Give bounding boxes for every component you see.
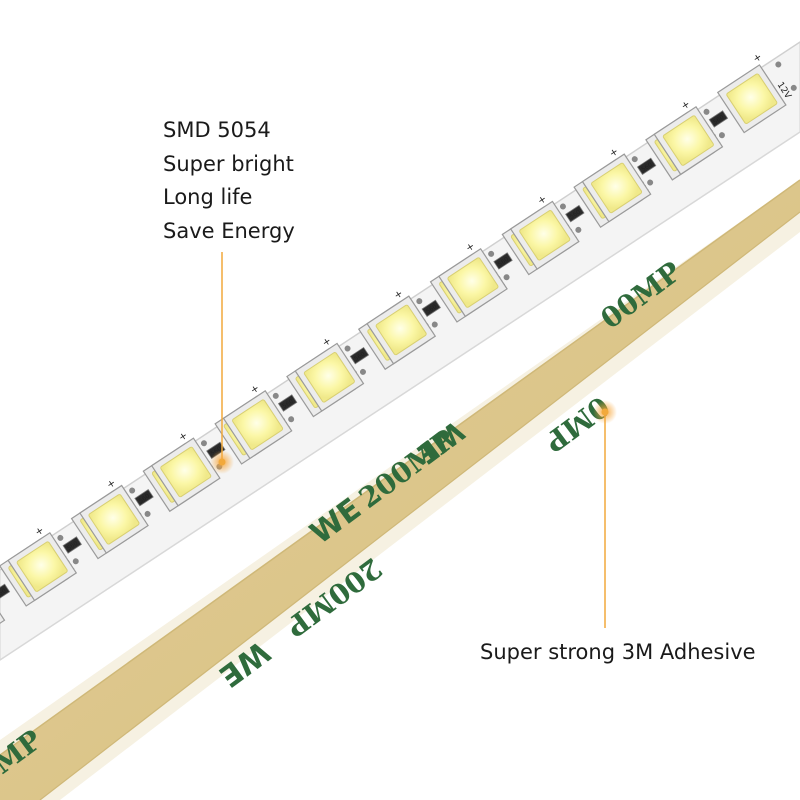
solder-pad — [431, 321, 438, 328]
resistor — [636, 157, 657, 176]
solder-pad — [359, 368, 366, 375]
led-row: 56012V+56012V+56012V+56012V+56012V+56012… — [0, 51, 797, 649]
led-chip — [662, 115, 714, 166]
feature-item: Super bright — [163, 151, 294, 176]
callout-lines — [210, 252, 617, 628]
led-chip — [232, 399, 284, 450]
resistor — [565, 204, 585, 223]
resistor — [708, 110, 729, 128]
adhesive-label: Super strong 3M Adhesive — [480, 640, 756, 664]
resistor — [421, 299, 441, 318]
led-chip — [160, 446, 212, 498]
resistor — [277, 394, 298, 412]
resistor — [0, 583, 11, 602]
solder-pad — [718, 132, 725, 139]
solder-pad — [703, 108, 710, 115]
polarity-marking: + — [751, 51, 764, 65]
led-chip — [726, 73, 778, 124]
solder-pad — [200, 440, 207, 447]
solder-pad — [488, 250, 495, 257]
resistor — [493, 252, 513, 270]
solder-pad — [272, 392, 279, 399]
solder-pad — [57, 534, 64, 541]
feature-list: SMD 5054 Super bright Long life Save Ene… — [163, 114, 295, 248]
solder-pad — [647, 179, 654, 186]
solder-pad — [775, 61, 782, 68]
feature-item: Save Energy — [163, 218, 295, 243]
led-chip — [88, 494, 140, 545]
led-strip-pcb: 56012V+56012V+56012V+56012V+56012V+56012… — [0, 41, 800, 661]
solder-pad — [72, 558, 79, 565]
solder-pad — [144, 510, 151, 517]
solder-pad — [416, 298, 423, 305]
solder-pad — [559, 203, 566, 210]
led-chip — [447, 257, 499, 308]
resistor-marking: 560 — [0, 587, 8, 599]
feature-item: Long life — [163, 185, 253, 209]
resistor — [62, 536, 82, 554]
led-chip — [519, 210, 571, 261]
led-chip — [16, 541, 68, 592]
solder-pad — [288, 416, 295, 423]
feature-item: SMD 5054 — [163, 118, 271, 142]
solder-pad — [631, 156, 638, 163]
resistor — [134, 488, 154, 507]
solder-pad — [790, 84, 797, 91]
solder-pad — [344, 345, 351, 352]
led-chip — [591, 162, 643, 214]
tape-backing — [0, 180, 800, 800]
resistor — [349, 346, 370, 365]
adhesive-tape: WE 200MP WE 200MP 00MP 0MP WE MP — [0, 179, 800, 800]
led-chip — [375, 304, 427, 356]
solder-pad — [129, 487, 136, 494]
solder-pad — [575, 226, 582, 233]
led-chip — [303, 352, 355, 403]
solder-pad — [503, 274, 510, 281]
